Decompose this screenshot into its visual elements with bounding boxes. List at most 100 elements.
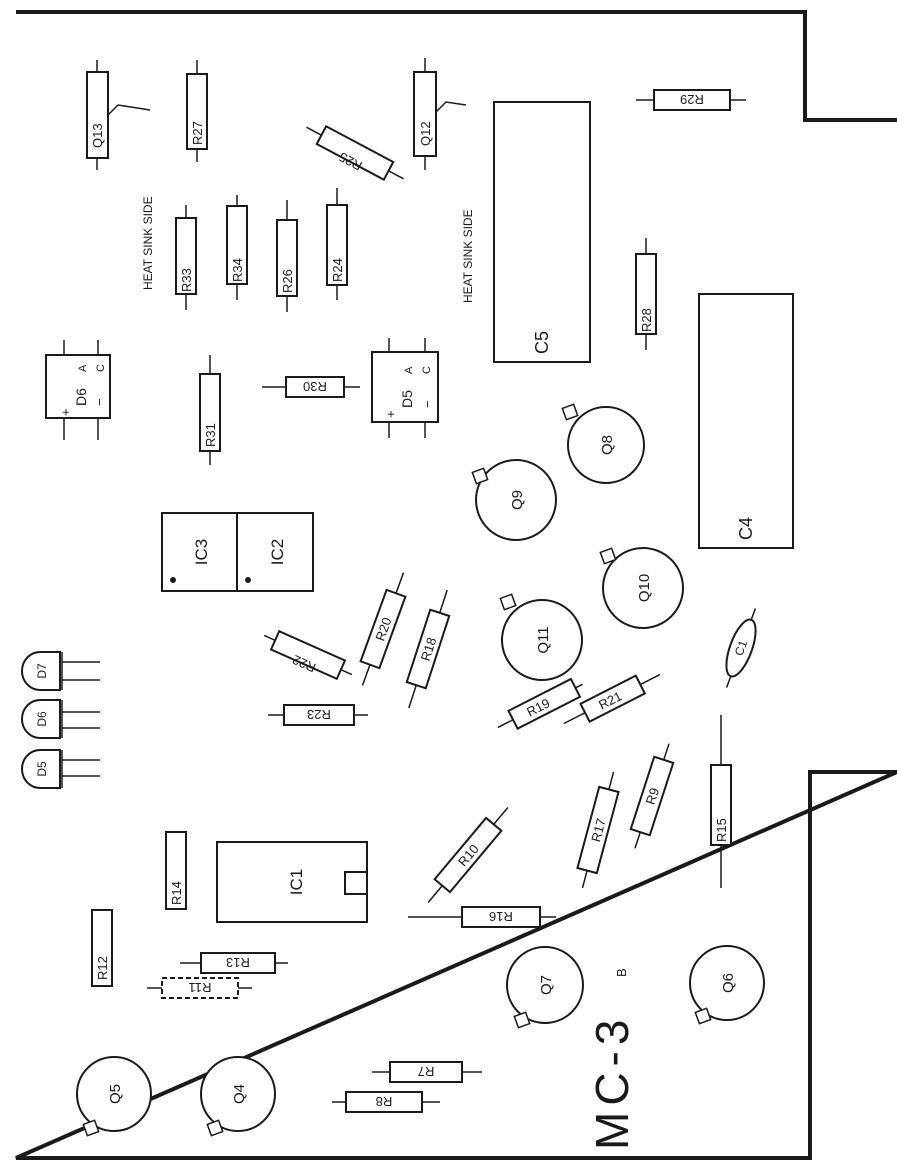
resistor-r19: R19 (497, 677, 583, 730)
d6-minus: − (92, 398, 107, 406)
label-q9: Q9 (509, 490, 526, 510)
resistor-r15: R15 (710, 715, 732, 888)
label-r23: R23 (307, 707, 331, 722)
label-d6: D6 (73, 388, 89, 406)
label-q6: Q6 (720, 973, 737, 993)
label-r9: R9 (643, 786, 662, 806)
label-q12: Q12 (418, 121, 433, 146)
label-r14: R14 (169, 881, 184, 905)
d6-cathode: C (95, 364, 107, 372)
resistor-r14: R14 (165, 831, 187, 910)
label-r31: R31 (203, 423, 218, 447)
label-c4: C4 (736, 517, 756, 540)
heat-sink-side-right: HEAT SINK SIDE (461, 209, 475, 303)
resistor-r31: R31 (199, 355, 221, 465)
label-q5: Q5 (107, 1084, 124, 1104)
label-r18: R18 (418, 635, 440, 662)
resistor-r10: R10 (427, 807, 509, 903)
resistor-r25: R25 (306, 124, 404, 182)
resistor-r33: R33 (175, 205, 197, 310)
label-r16: R16 (489, 909, 513, 924)
transistor-q11: Q11 (499, 593, 583, 681)
label-r29: R29 (680, 92, 704, 107)
label-c5: C5 (532, 331, 552, 354)
transistor-q8: Q8 (561, 403, 645, 484)
label-d6-led: D6 (35, 711, 49, 727)
d5-anode: A (403, 366, 415, 374)
ic3-ic2-package: IC3 IC2 (161, 512, 314, 592)
label-r15: R15 (714, 818, 729, 842)
resistor-r26: R26 (276, 200, 298, 312)
corner-mark-b: B (614, 968, 629, 977)
label-r34: R34 (230, 258, 245, 282)
capacitor-c5: C5 (493, 101, 591, 363)
label-ic1: IC1 (287, 869, 306, 895)
label-d5-led: D5 (35, 761, 49, 777)
board-outline (15, 10, 897, 1160)
transistor-q9: Q9 (471, 459, 557, 541)
label-r24: R24 (330, 258, 345, 282)
capacitor-c4: C4 (698, 293, 794, 549)
d5-minus: − (420, 400, 435, 408)
resistor-r22: R22 (263, 629, 353, 681)
label-c1: C1 (732, 638, 751, 658)
label-r7: R7 (418, 1064, 435, 1079)
label-r8: R8 (376, 1094, 393, 1109)
resistor-r28: R28 (635, 238, 657, 350)
label-r30: R30 (303, 379, 327, 394)
label-r17: R17 (588, 817, 609, 844)
resistor-r9: R9 (629, 743, 675, 849)
d6-anode: A (77, 364, 89, 372)
label-q4: Q4 (231, 1084, 248, 1104)
label-r28: R28 (639, 308, 654, 332)
led-d7: D7 (21, 651, 100, 691)
capacitor-c1: C1 (725, 608, 757, 688)
label-ic3: IC3 (192, 539, 211, 565)
d6-plus: + (58, 408, 73, 416)
led-d6: D6 (21, 699, 100, 739)
resistor-r29: R29 (636, 89, 746, 111)
label-d5: D5 (399, 390, 415, 408)
transistor-q12: Q12 (413, 58, 467, 170)
resistor-r23: R23 (268, 704, 368, 726)
resistor-r12: R12 (91, 909, 113, 987)
resistor-r13: R13 (180, 952, 288, 974)
label-d7: D7 (35, 663, 49, 679)
label-q11: Q11 (535, 626, 552, 653)
transistor-q13: Q13 (86, 60, 151, 170)
resistor-r7: R7 (372, 1061, 482, 1083)
transistor-q6: Q6 (689, 945, 765, 1025)
label-r11: R11 (189, 980, 212, 995)
label-q8: Q8 (599, 435, 616, 455)
rectifier-d5: D5 + − A C (371, 338, 439, 438)
resistor-r11: R11 (147, 977, 252, 999)
d5-plus: + (383, 410, 398, 418)
resistor-r24: R24 (326, 188, 348, 300)
rectifier-d6: D6 + − A C (45, 340, 111, 440)
resistor-r18: R18 (405, 589, 451, 709)
label-r13: R13 (226, 955, 250, 970)
ic1-package: IC1 (216, 841, 368, 923)
label-r12: R12 (95, 956, 110, 980)
resistor-r30: R30 (262, 376, 360, 398)
resistor-r16: R16 (408, 906, 556, 928)
label-r27: R27 (190, 121, 205, 145)
resistor-r17: R17 (576, 771, 620, 889)
resistor-r8: R8 (332, 1091, 440, 1113)
label-q13: Q13 (90, 123, 105, 148)
resistor-r20: R20 (359, 572, 407, 686)
transistor-q4: Q4 (200, 1056, 276, 1137)
label-ic2: IC2 (268, 539, 287, 565)
board-title: MC-3 (586, 1014, 638, 1150)
label-r26: R26 (280, 269, 295, 293)
label-q10: Q10 (636, 574, 653, 602)
resistor-r27: R27 (186, 60, 208, 162)
led-d5: D5 (21, 749, 100, 789)
heat-sink-side-left: HEAT SINK SIDE (141, 196, 155, 290)
resistor-r34: R34 (226, 195, 248, 300)
transistor-q7: Q7 (506, 946, 584, 1029)
label-r33: R33 (179, 268, 194, 292)
transistor-q5: Q5 (76, 1056, 152, 1137)
transistor-q10: Q10 (599, 547, 684, 629)
